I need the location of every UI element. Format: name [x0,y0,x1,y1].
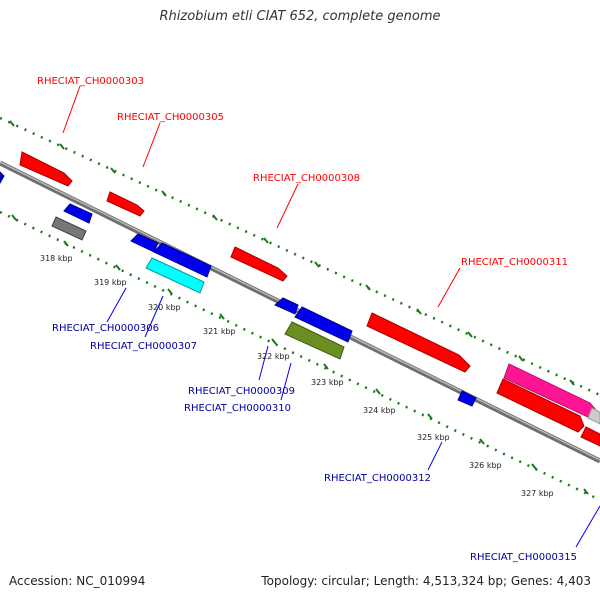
gene-RHECIAT_CH0000309[interactable] [294,306,353,343]
callout-line-305 [142,122,161,168]
gene-RHECIAT_CH0000307[interactable] [145,257,205,294]
kbp-label: 325 kbp [417,433,450,442]
gene-label-309[interactable]: RHECIAT_CH0000309 [188,386,295,397]
kbp-label: 322 kbp [257,352,290,361]
inner-track-ticks [11,214,589,495]
gene-blue-3[interactable] [274,297,299,315]
accession-text: Accession: NC_010994 [9,574,146,588]
callout-line-303 [62,85,81,134]
genome-summary-text: Topology: circular; Length: 4,513,324 bp… [261,574,591,588]
gene-label-306[interactable]: RHECIAT_CH0000306 [52,323,159,334]
gene-label-312[interactable]: RHECIAT_CH0000312 [324,473,431,484]
gene-label-303[interactable]: RHECIAT_CH0000303 [37,76,144,87]
kbp-label: 318 kbp [40,254,73,263]
kbp-label: 323 kbp [311,378,344,387]
inner-dotted-track [0,210,600,502]
outer-track-ticks [9,120,575,386]
gene-label-315[interactable]: RHECIAT_CH0000315 [470,552,577,563]
callout-line-308 [276,183,299,229]
gene-RHECIAT_CH0000305[interactable] [106,191,145,217]
gene-RHECIAT_CH0000303[interactable] [19,151,73,187]
callout-line-311 [437,267,461,308]
gene-label-305[interactable]: RHECIAT_CH0000305 [117,112,224,123]
callout-line-306 [106,287,127,323]
kbp-label: 327 kbp [521,489,554,498]
callout-line-315 [575,505,600,548]
gene-label-311[interactable]: RHECIAT_CH0000311 [461,257,568,268]
kbp-label: 321 kbp [203,327,236,336]
callout-line-310 [280,362,292,401]
callout-line-307 [144,295,164,338]
genome-title: Rhizobium etli CIAT 652, complete genome [159,9,441,24]
kbp-label: 326 kbp [469,461,502,470]
gene-RHECIAT_CH0000311[interactable] [366,312,471,373]
gene-RHECIAT_CH0000310[interactable] [284,321,345,360]
outer-dotted-track [0,116,600,397]
gene-RHECIAT_CH0000308[interactable] [230,246,288,282]
gene-label-307[interactable]: RHECIAT_CH0000307 [90,341,197,352]
gene-gray-small[interactable] [587,407,600,425]
gene-RHECIAT_CH0000312[interactable] [457,390,477,407]
gene-label-308[interactable]: RHECIAT_CH0000308 [253,173,360,184]
kbp-label: 320 kbp [148,303,181,312]
gene-RHECIAT_CH0000315-b[interactable] [580,426,600,447]
callout-line-312 [427,441,443,471]
gene-label-310[interactable]: RHECIAT_CH0000310 [184,403,291,414]
callout-line-309 [258,345,269,381]
gene-RHECIAT_CH0000315-a[interactable] [496,378,585,433]
gene-gray[interactable] [51,216,87,241]
gene-blue-edge[interactable] [0,171,5,185]
kbp-label: 319 kbp [94,278,127,287]
gene-blue-1[interactable] [63,203,93,224]
kbp-label: 324 kbp [363,406,396,415]
gene-RHECIAT_CH0000306[interactable] [153,242,212,278]
